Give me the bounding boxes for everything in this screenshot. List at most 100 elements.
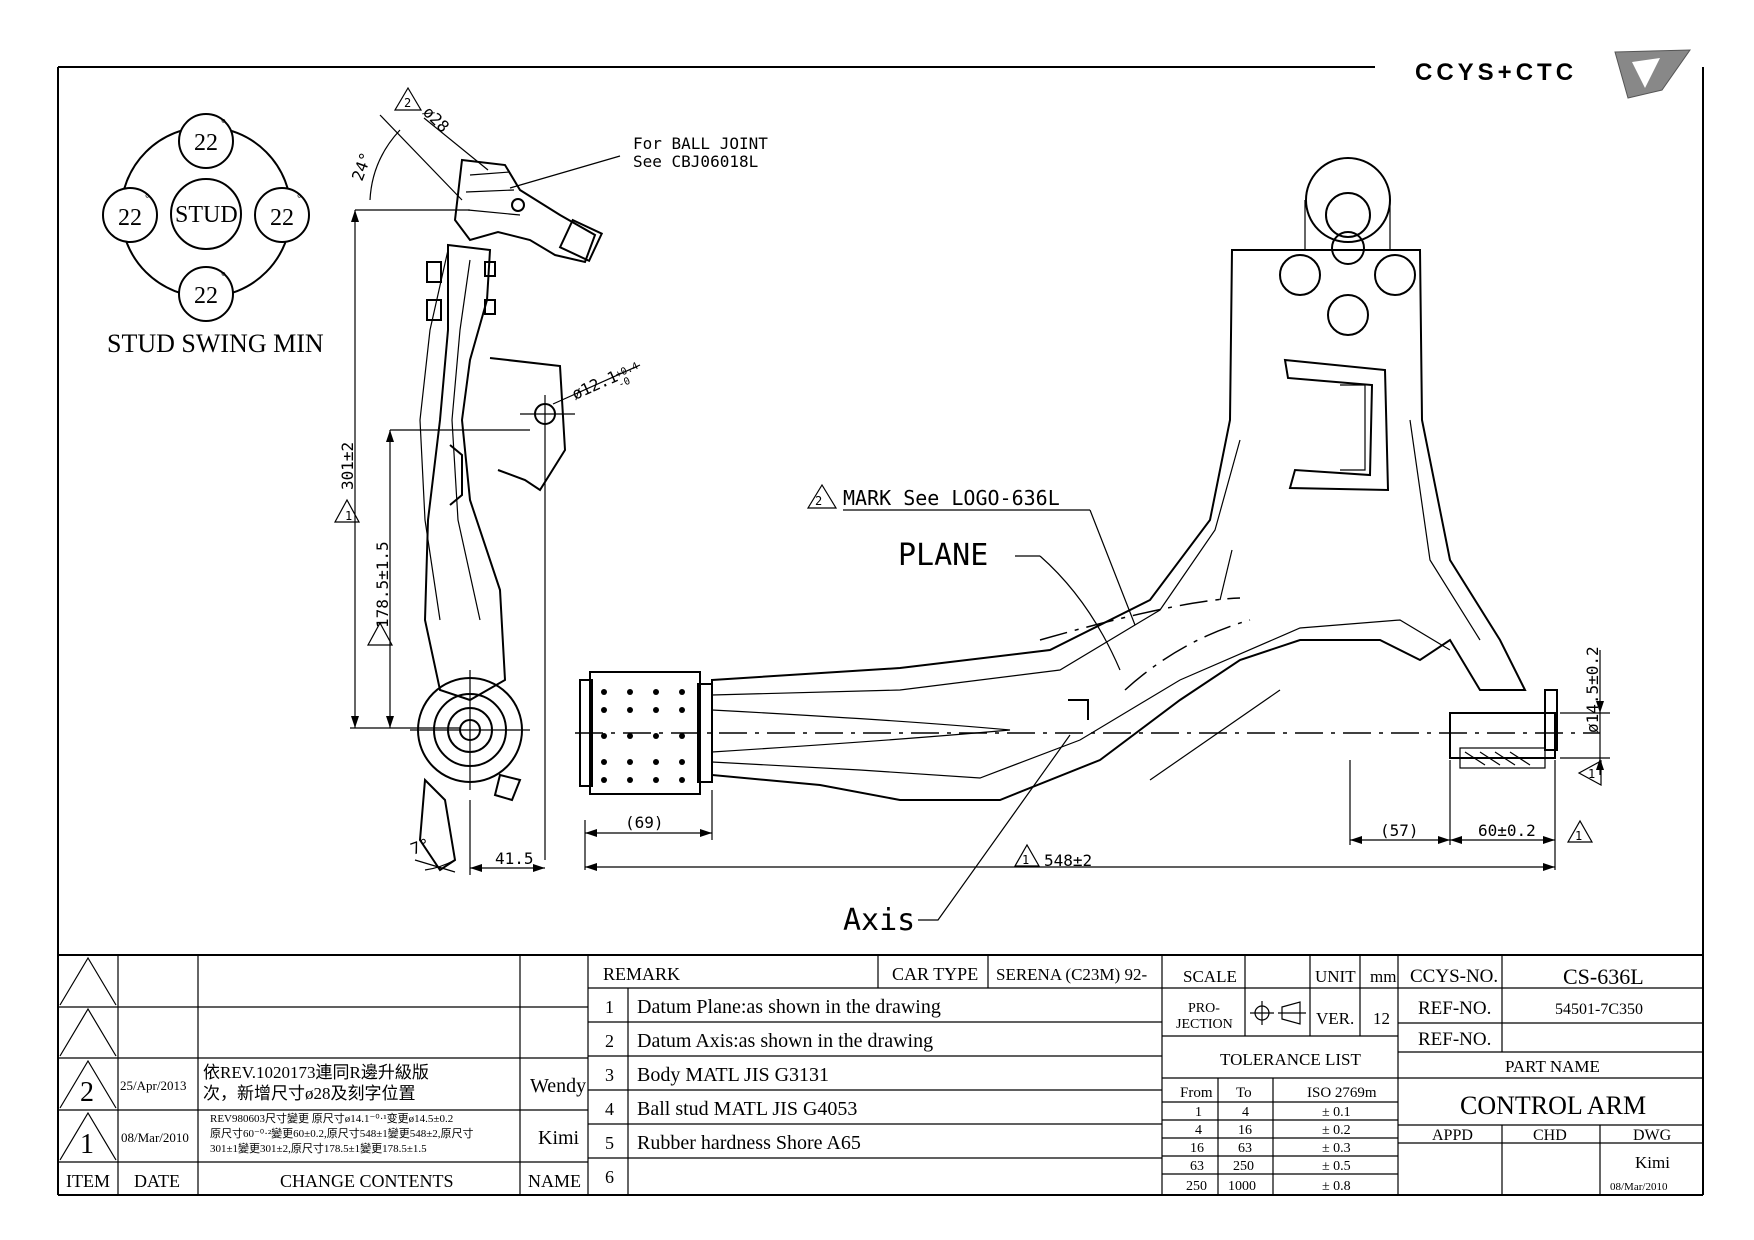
callout-angle-24: 24° bbox=[348, 150, 376, 184]
degree-right: ° bbox=[297, 191, 302, 205]
remark-text: Ball stud MATL JIS G4053 bbox=[637, 1098, 857, 1120]
swing-angle-right: 22 bbox=[270, 205, 294, 231]
dim-178: 178.5±1.5 bbox=[373, 541, 392, 628]
callout-angle-7: 7° bbox=[408, 834, 433, 858]
tol-cell: ± 0.8 bbox=[1322, 1179, 1351, 1194]
revision-table: 2 25/Apr/2013 依REV.1020173連同R邊升級版 次，新增尺寸… bbox=[66, 1063, 586, 1191]
plan-view: 2 MARK See LOGO-636L PLANE Axis (69) 1 5… bbox=[575, 157, 1610, 938]
degree-bottom: ° bbox=[221, 269, 226, 283]
rev1-triangle-label-a: 1 bbox=[345, 509, 352, 523]
tol-cell: ± 0.1 bbox=[1322, 1105, 1351, 1120]
appd-label: APPD bbox=[1432, 1127, 1473, 1144]
mark-rev-triangle: 2 bbox=[815, 494, 822, 508]
rev-contents-2b: 次，新增尺寸ø28及刻字位置 bbox=[203, 1084, 416, 1103]
dim548-triangle: 1 bbox=[1022, 853, 1029, 867]
title-block bbox=[58, 954, 1703, 1195]
callout-plane: PLANE bbox=[898, 538, 988, 573]
rev-item-1: 1 bbox=[80, 1129, 94, 1160]
remark-header: REMARK bbox=[603, 964, 680, 984]
tol-cell: 63 bbox=[1190, 1159, 1204, 1174]
tol-header-to: To bbox=[1236, 1085, 1252, 1101]
logo-mark-inner-icon bbox=[1632, 58, 1660, 88]
logo-text: CCYS+CTC bbox=[1415, 59, 1577, 86]
scale-label: SCALE bbox=[1183, 967, 1237, 986]
tol-cell: 16 bbox=[1190, 1141, 1204, 1156]
callout-rev2-a: 2 bbox=[404, 96, 411, 110]
rev-contents-1a: REV980603尺寸變更 原尺寸ø14.1⁻⁰·¹变更ø14.5±0.2 bbox=[210, 1111, 453, 1125]
tol-cell: ± 0.2 bbox=[1322, 1123, 1351, 1138]
tol-cell: 250 bbox=[1233, 1159, 1254, 1174]
dim60-triangle: 1 bbox=[1575, 829, 1582, 843]
swing-angle-bottom: 22 bbox=[194, 283, 218, 309]
drawing-border bbox=[57, 66, 1704, 1196]
degree-top: ° bbox=[221, 116, 226, 130]
callout-dia28: ø28 bbox=[419, 102, 453, 136]
dim-41: 41.5 bbox=[495, 849, 534, 868]
callout-ball-joint-2: See CBJ06018L bbox=[633, 152, 758, 171]
tol-cell: 16 bbox=[1238, 1123, 1252, 1138]
remark-number: 1 bbox=[605, 997, 614, 1017]
car-type-label: CAR TYPE bbox=[892, 964, 978, 984]
tol-cell: 4 bbox=[1242, 1105, 1249, 1120]
chd-label: CHD bbox=[1533, 1127, 1567, 1144]
company-logo: CCYS+CTC bbox=[1415, 49, 1691, 99]
swing-center-label: STUD bbox=[175, 202, 238, 228]
projection-label-1: PRO- bbox=[1188, 1001, 1220, 1016]
rev-header-contents: CHANGE CONTENTS bbox=[280, 1171, 454, 1191]
dim-57: (57) bbox=[1380, 821, 1419, 840]
part-name-label: PART NAME bbox=[1505, 1057, 1600, 1076]
remark-text: Datum Axis:as shown in the drawing bbox=[637, 1030, 933, 1052]
callout-axis: Axis bbox=[843, 903, 915, 938]
degree-left: ° bbox=[145, 191, 150, 205]
drawn-date: 08/Mar/2010 bbox=[1610, 1181, 1668, 1193]
datum-plane-line bbox=[1039, 597, 1241, 641]
side-view: 301±2 178.5±1.5 1 ø12 bbox=[333, 86, 768, 875]
rev-contents-1c: 301±1變更301±2,原尺寸178.5±1變更178.5±1.5 bbox=[210, 1141, 427, 1155]
tol-cell: 63 bbox=[1238, 1141, 1252, 1156]
tol-header-from: From bbox=[1180, 1085, 1213, 1101]
tolerance-title: TOLERANCE LIST bbox=[1220, 1050, 1361, 1069]
car-type-value: SERENA (C23M) 92- bbox=[996, 965, 1147, 984]
remark-number: 2 bbox=[605, 1031, 614, 1051]
swing-circle-left bbox=[102, 187, 158, 243]
rev-date-1: 08/Mar/2010 bbox=[121, 1130, 189, 1145]
rev-contents-2a: 依REV.1020173連同R邊升級版 bbox=[203, 1063, 429, 1082]
swing-circle-bottom bbox=[178, 266, 234, 322]
swing-angle-left: 22 bbox=[118, 205, 142, 231]
rev-contents-1b: 原尺寸60⁻⁰·²變更60±0.2,原尺寸548±1變更548±2,原尺寸 bbox=[210, 1126, 474, 1140]
logo-mark-icon bbox=[1614, 49, 1691, 99]
dim14-triangle: 1 bbox=[1588, 767, 1595, 781]
tol-cell: 4 bbox=[1195, 1123, 1202, 1138]
rev-name-1: Kimi bbox=[538, 1127, 580, 1149]
dim-69: (69) bbox=[625, 813, 664, 832]
swing-circle-top bbox=[178, 113, 234, 169]
title-block-text: CCYS-NO. CS-636L REF-NO. 54501-7C350 REF… bbox=[1410, 964, 1672, 1193]
tol-cell: 250 bbox=[1186, 1179, 1207, 1194]
rev-name-2: Wendy bbox=[530, 1075, 586, 1097]
callout-ball-joint-1: For BALL JOINT bbox=[633, 134, 768, 153]
dim-301: 301±2 bbox=[338, 442, 357, 490]
swing-circle-right bbox=[254, 187, 310, 243]
rev-triangle-1 bbox=[59, 1111, 117, 1161]
tol-cell: 1000 bbox=[1228, 1179, 1256, 1194]
drawn-by: Kimi bbox=[1635, 1153, 1670, 1172]
swing-caption: STUD SWING MIN bbox=[107, 329, 324, 358]
remark-text: Body MATL JIS G3131 bbox=[637, 1064, 829, 1086]
unit-label: UNIT bbox=[1315, 967, 1356, 986]
remark-text: Rubber hardness Shore A65 bbox=[637, 1132, 861, 1154]
remark-number: 3 bbox=[605, 1065, 614, 1085]
remark-number: 5 bbox=[605, 1133, 614, 1153]
part-name-value: CONTROL ARM bbox=[1460, 1091, 1646, 1120]
rev-date-2: 25/Apr/2013 bbox=[120, 1078, 186, 1093]
callout-mark: MARK See LOGO-636L bbox=[843, 486, 1060, 510]
swing-circle-center bbox=[170, 178, 242, 250]
remarks-table: REMARK CAR TYPE SERENA (C23M) 92- 1 Datu… bbox=[603, 964, 1147, 1187]
remark-number: 4 bbox=[605, 1099, 614, 1119]
remark-text: Datum Plane:as shown in the drawing bbox=[637, 996, 941, 1018]
ver-label: VER. bbox=[1316, 1009, 1354, 1028]
swing-angle-top: 22 bbox=[194, 130, 218, 156]
ref-no-value-1: 54501-7C350 bbox=[1555, 1001, 1643, 1018]
callout-dia12: ø12.1 bbox=[569, 367, 621, 404]
ccys-no-value: CS-636L bbox=[1563, 964, 1644, 989]
